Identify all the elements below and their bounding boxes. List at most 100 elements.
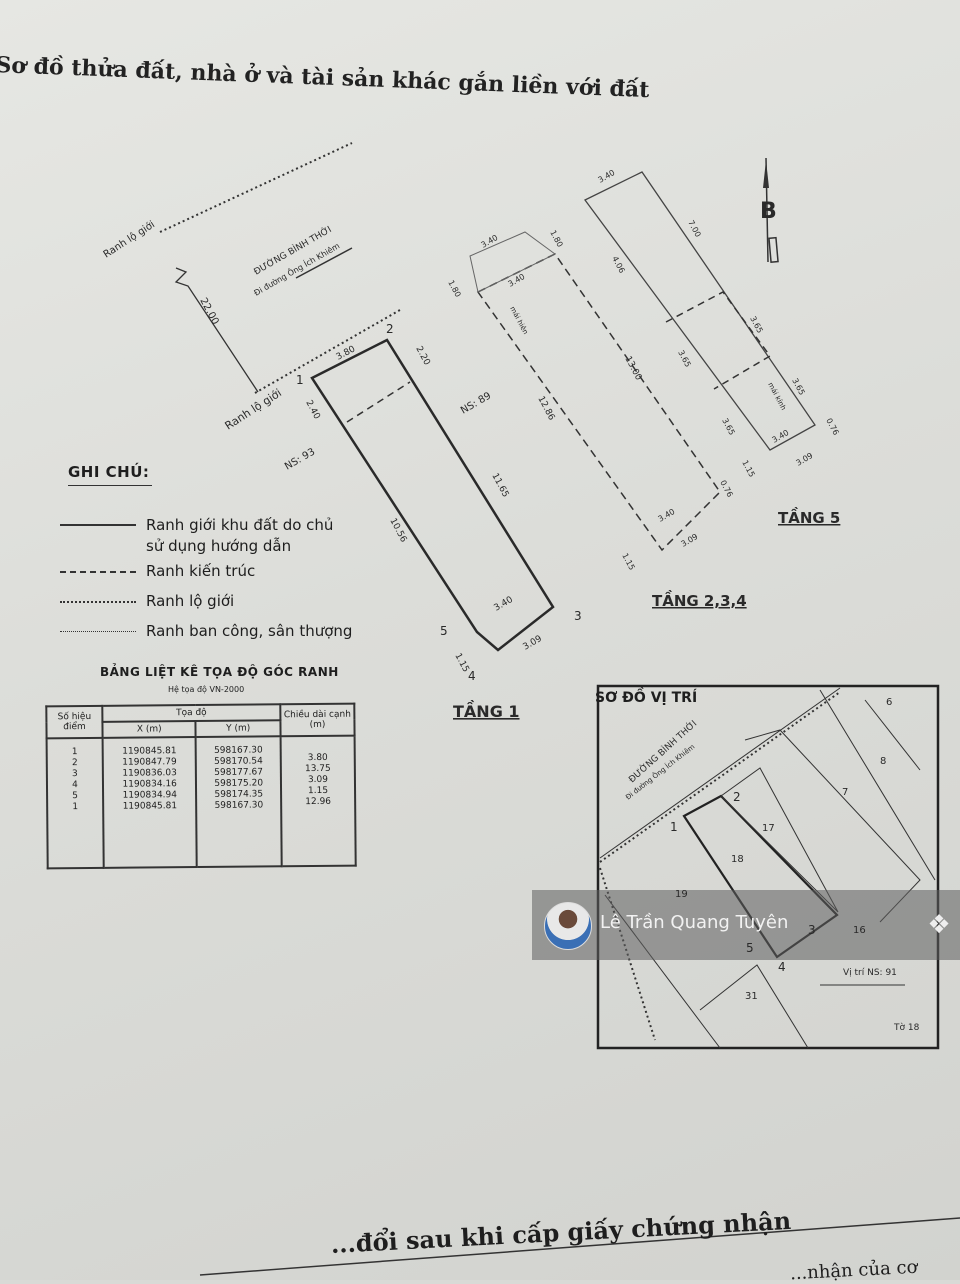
parcel-label: 19	[675, 889, 688, 900]
dim-label: 7.00	[686, 219, 702, 239]
dim-label: 4.06	[610, 255, 626, 275]
bottom-table-line	[199, 1217, 960, 1276]
dim-label: 1.15	[740, 459, 756, 479]
dim-label: 3.09	[680, 532, 700, 549]
north-arrow-icon	[763, 157, 779, 264]
parcel-label: 7	[842, 787, 848, 798]
point-label: 2	[386, 322, 394, 336]
legend-label: Ranh kiến trúc	[146, 562, 256, 580]
header-x: X (m)	[102, 721, 196, 738]
dim-label: 3.65	[720, 417, 736, 437]
parcel-label: 17	[762, 823, 775, 834]
dashed-line-swatch	[60, 571, 136, 573]
cell: 1190845.81	[122, 746, 177, 757]
legend-item-solid: Ranh giới khu đất do chủ sử dụng hướng d…	[60, 515, 336, 557]
floor1-outline	[310, 338, 555, 652]
dim-label: 3.40	[507, 272, 527, 289]
cell: 1190845.81	[122, 801, 178, 812]
x-column: 1190845.81 1190847.79 1190836.03 1190834…	[102, 737, 198, 868]
avatar	[544, 902, 592, 950]
neighbor-label-right: NS: 89	[459, 391, 493, 417]
parcel-label: 8	[880, 756, 886, 767]
road-boundary-top	[159, 142, 353, 233]
dim-label: 2.20	[413, 345, 431, 368]
header-coords: Tọa độ	[102, 704, 281, 722]
cell: 12.96	[305, 796, 332, 808]
dim-label: 2.40	[303, 399, 321, 422]
floor234-upper	[469, 231, 556, 293]
map-parcel-17	[720, 767, 839, 913]
legend-label: Ranh lộ giới	[146, 592, 235, 610]
map-parcel-31	[699, 964, 809, 1049]
floor1-label: TẦNG 1	[453, 700, 520, 721]
map-parcel-8-edge	[864, 699, 921, 771]
point-label: 3	[574, 609, 582, 623]
dim-label: 3.65	[676, 349, 692, 369]
cell: 598177.67	[214, 767, 263, 778]
cell: 4	[72, 780, 78, 791]
cell: 3.09	[307, 774, 329, 786]
map-point-label: 1	[670, 820, 678, 834]
road-boundary-bottom	[254, 309, 401, 394]
point-label: 1	[296, 373, 304, 387]
location-map-frame	[596, 684, 940, 1050]
cell: 598167.30	[214, 800, 264, 811]
legend-item-dotted: Ranh lộ giới	[60, 592, 234, 610]
cell: 598175.20	[214, 778, 264, 789]
map-sheet-number: Tờ 18	[893, 1022, 920, 1033]
dim-label: 1.15	[452, 652, 470, 674]
cell: 1190836.03	[122, 768, 177, 779]
cell: 1	[71, 747, 78, 758]
floor234-outline	[476, 253, 721, 552]
point-label: 4	[468, 669, 476, 683]
floor5-dashed-room	[665, 291, 772, 390]
cell: 1190834.94	[122, 790, 178, 801]
boundary-label-top: Ranh lộ giới	[101, 218, 157, 260]
dim-label: 3.09	[522, 634, 545, 653]
dim-label: 11.65	[489, 472, 510, 499]
neighbor-label-left: NS: 93	[283, 447, 317, 473]
cell: 1.15	[307, 785, 329, 797]
watermark-banner: Lê Trần Quang Tuyên ❖	[532, 890, 960, 960]
watermark-name: Lê Trần Quang Tuyên	[600, 912, 789, 933]
dim-label: 0.76	[824, 417, 840, 437]
cell: 5	[72, 791, 78, 802]
map-point-label: 3	[808, 923, 816, 937]
fine-dotted-line-swatch	[60, 631, 136, 632]
parcel-label: 31	[745, 991, 758, 1002]
location-map-title: SƠ ĐỒ VỊ TRÍ	[595, 690, 698, 706]
floor5-outline	[584, 171, 816, 451]
map-road-dotted	[599, 691, 841, 863]
road-width-line	[174, 267, 259, 393]
floor5-note: mái kính	[766, 381, 787, 411]
dim-label: 3.40	[597, 168, 617, 185]
point-column: 1 2 3 4 5 1	[46, 737, 104, 869]
header-y: Y (m)	[195, 720, 281, 738]
dim-label: 3.40	[771, 428, 791, 445]
point-label: 5	[440, 624, 448, 638]
dotted-line-swatch	[60, 601, 136, 603]
y-column: 598167.30 598170.54 598177.67 598175.20 …	[195, 736, 282, 868]
dim-label: 3.09	[795, 451, 815, 468]
legend-label: Ranh giới khu đất do chủ sử dụng hướng d…	[146, 516, 334, 555]
floor1-dashed-line	[346, 381, 411, 423]
cell: 3.80	[307, 752, 328, 764]
cell: 2	[71, 758, 78, 769]
cell: 598167.30	[214, 745, 263, 756]
dim-label: 3.40	[493, 595, 516, 614]
road-width-label: 22.00	[197, 296, 220, 326]
dim-label: 13.00	[622, 355, 643, 383]
cell: 1	[72, 802, 79, 813]
map-point-label: 5	[746, 941, 754, 955]
legend-label: Ranh ban công, sân thượng	[146, 622, 353, 640]
coordinates-table-title: BẢNG LIỆT KÊ TỌA ĐỘ GÓC RANH	[100, 665, 339, 679]
map-road-edge	[599, 687, 841, 859]
dim-label: 1.15	[620, 552, 636, 572]
map-point-label: 2	[733, 790, 741, 804]
map-position-note: Vị trí NS: 91	[843, 968, 897, 978]
parcel-label: 6	[886, 697, 892, 708]
header-point: Số hiệu điểm	[46, 705, 103, 739]
legend-item-fine-dotted: Ranh ban công, sân thượng	[60, 622, 352, 640]
